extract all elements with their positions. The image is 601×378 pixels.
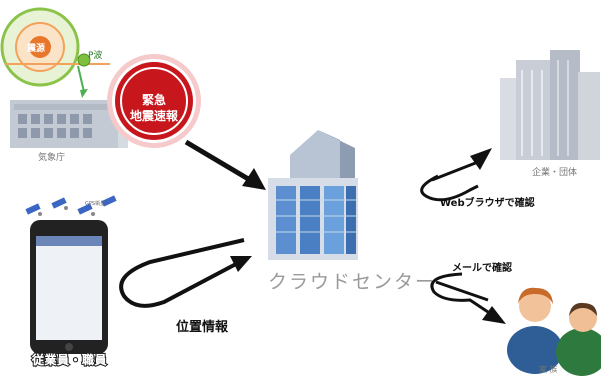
employee-label-outline: 従業員・職員 <box>31 352 108 368</box>
family-label: 家 族 <box>539 365 558 374</box>
gps-satellites-icon <box>25 195 117 216</box>
arrow-cloud-to-corporation <box>420 148 492 202</box>
gps-label: GPS衛星 <box>85 201 106 207</box>
alert-line2: 地震速報 <box>129 109 178 123</box>
jma-building-icon <box>10 100 128 148</box>
alert-line1: 緊急 <box>141 93 166 107</box>
emergency-alert-text: 緊急 地震速報 <box>119 92 189 124</box>
hypocenter-label: 震源 <box>27 44 46 54</box>
p-wave-label: P波 <box>88 51 103 61</box>
arrow-alert-to-cloud <box>184 139 266 190</box>
email-label: メールで確認 <box>452 263 512 274</box>
family-people-icon <box>507 287 601 376</box>
smartphone-icon <box>30 220 108 354</box>
emergency-alert-badge <box>107 54 201 148</box>
cloud-center-label: クラウドセンター <box>268 271 437 293</box>
arrow-cloud-to-family <box>430 272 506 324</box>
corporation-buildings-icon <box>500 50 600 160</box>
location-info-label: 位置情報 <box>176 320 229 335</box>
web-browser-label: Webブラウザで確認 <box>440 198 535 209</box>
arrow-location-to-cloud <box>119 238 252 308</box>
jma-label: 気象庁 <box>38 153 66 163</box>
employee-label: 従業員・職員 <box>32 353 108 367</box>
hypocenter-map-icon <box>0 7 110 98</box>
corporation-label: 企業・団体 <box>532 168 578 178</box>
cloud-center-building-icon <box>268 130 358 260</box>
